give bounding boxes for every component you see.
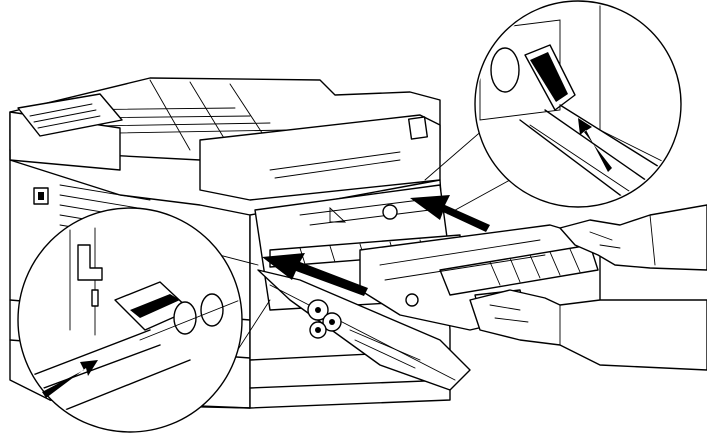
callout-top-right-arrow	[578, 118, 612, 172]
callout-bottom-left	[17, 207, 271, 433]
insert-arrow-lower	[262, 253, 368, 296]
open-door	[257, 269, 471, 391]
callout-top-right	[424, 0, 682, 215]
left-hand	[469, 289, 707, 371]
callout-bottom-left-arrow	[42, 360, 98, 398]
insert-arrow-upper	[410, 195, 490, 232]
right-hand	[559, 204, 707, 271]
